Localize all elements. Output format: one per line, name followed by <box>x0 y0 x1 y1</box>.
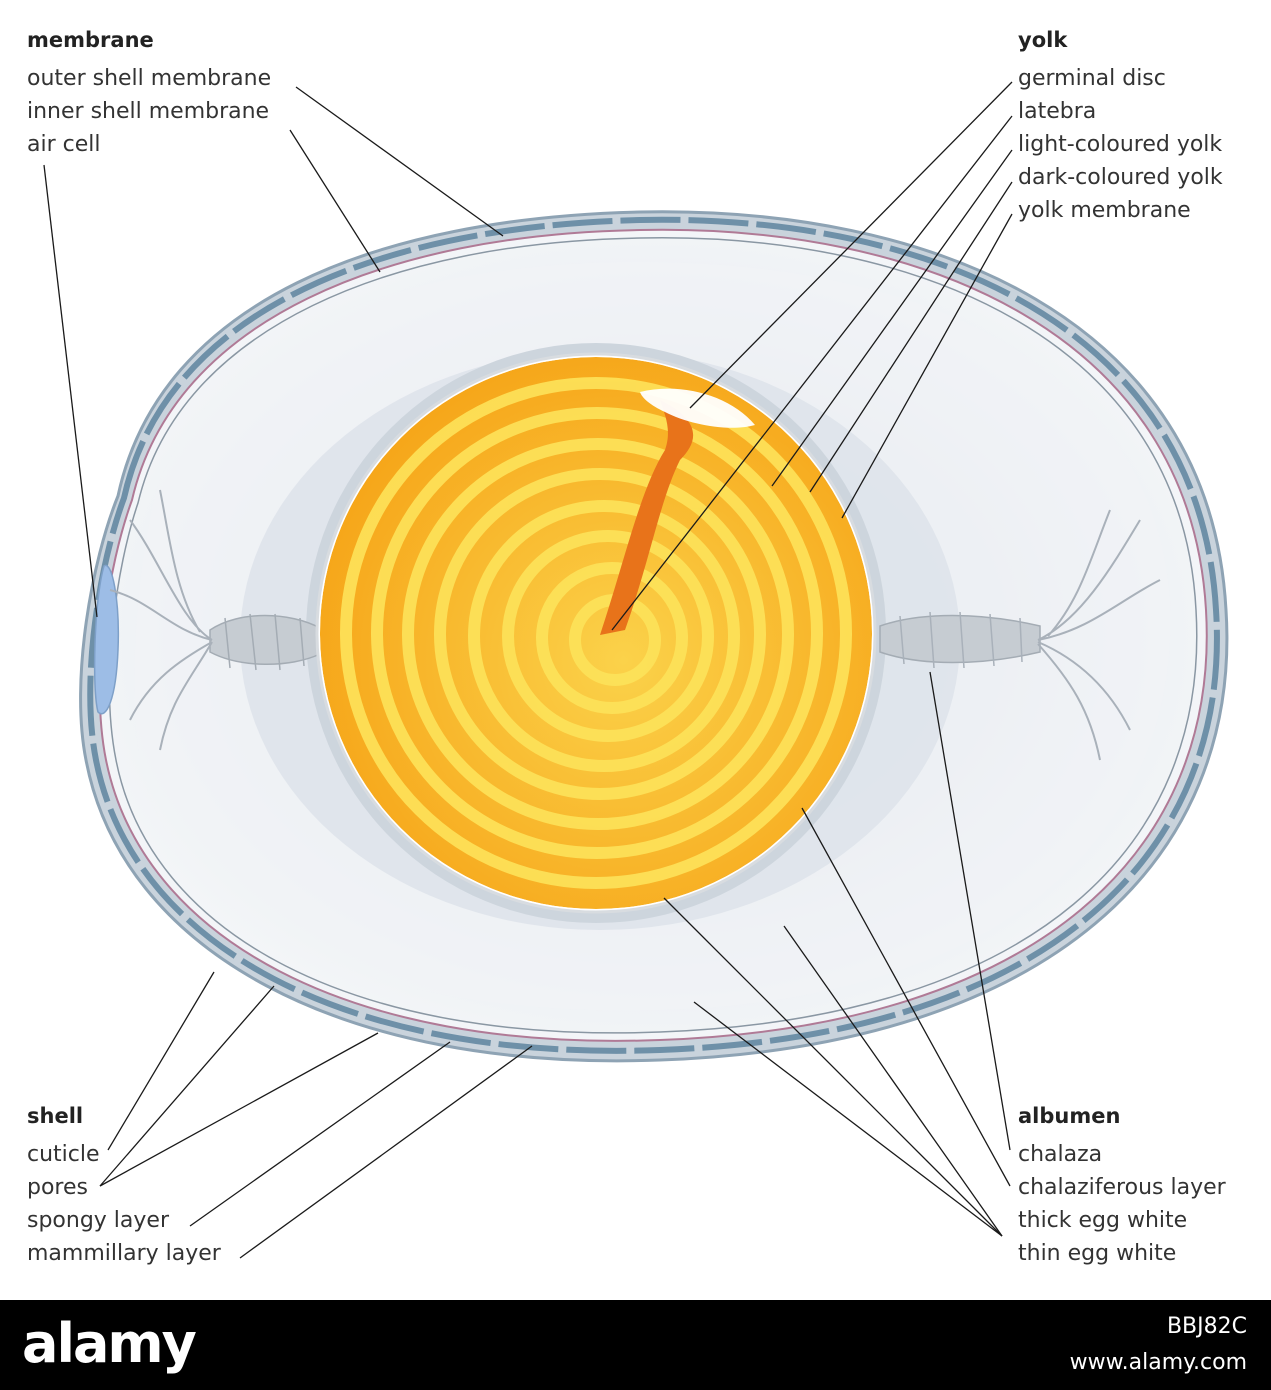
label-thin-egg-white: thin egg white <box>1018 1241 1177 1266</box>
shell-title: shell <box>27 1104 84 1128</box>
label-outer-shell-membrane: outer shell membrane <box>27 66 272 91</box>
chalaza-left <box>109 489 321 751</box>
label-spongy-layer: spongy layer <box>27 1208 170 1233</box>
leader-lines <box>43 81 1013 1259</box>
albumen-title: albumen <box>1018 1104 1121 1128</box>
egg-diagram <box>43 81 1229 1259</box>
site-url: www.alamy.com <box>1069 1350 1247 1375</box>
label-light-coloured-yolk: light-coloured yolk <box>1018 132 1223 157</box>
shell-spongy-layer <box>87 216 1220 1054</box>
label-inner-shell-membrane: inner shell membrane <box>27 99 270 124</box>
shell-label-group: shell cuticle pores spongy layer mammill… <box>27 1104 221 1270</box>
membrane-label-group: membrane outer shell membrane inner shel… <box>27 28 271 161</box>
brand-logo: alamy <box>22 1312 197 1375</box>
chalaza-right <box>879 509 1161 761</box>
label-cuticle: cuticle <box>27 1142 100 1167</box>
label-pores: pores <box>27 1175 88 1200</box>
label-germinal-disc: germinal disc <box>1018 66 1166 91</box>
yolk-title: yolk <box>1018 28 1068 52</box>
membrane-title: membrane <box>27 28 154 52</box>
label-latebra: latebra <box>1018 99 1097 124</box>
label-chalaza: chalaza <box>1018 1142 1103 1167</box>
latebra <box>600 400 694 635</box>
germinal-disc <box>640 388 755 428</box>
label-dark-coloured-yolk: dark-coloured yolk <box>1018 165 1223 190</box>
yolk-label-group: yolk germinal disc latebra light-coloure… <box>1018 28 1223 227</box>
label-mammillary-layer: mammillary layer <box>27 1241 221 1266</box>
image-code: BBJ82C <box>1166 1314 1247 1339</box>
watermark-footer: alamy BBJ82C www.alamy.com <box>0 1300 1271 1390</box>
albumen-label-group: albumen chalaza chalaziferous layer thic… <box>1018 1104 1226 1270</box>
yolk <box>320 357 872 909</box>
label-chalaziferous-layer: chalaziferous layer <box>1018 1175 1226 1200</box>
label-air-cell: air cell <box>27 132 101 157</box>
air-cell <box>93 564 120 715</box>
label-yolk-membrane: yolk membrane <box>1018 198 1191 223</box>
label-thick-egg-white: thick egg white <box>1018 1208 1188 1233</box>
